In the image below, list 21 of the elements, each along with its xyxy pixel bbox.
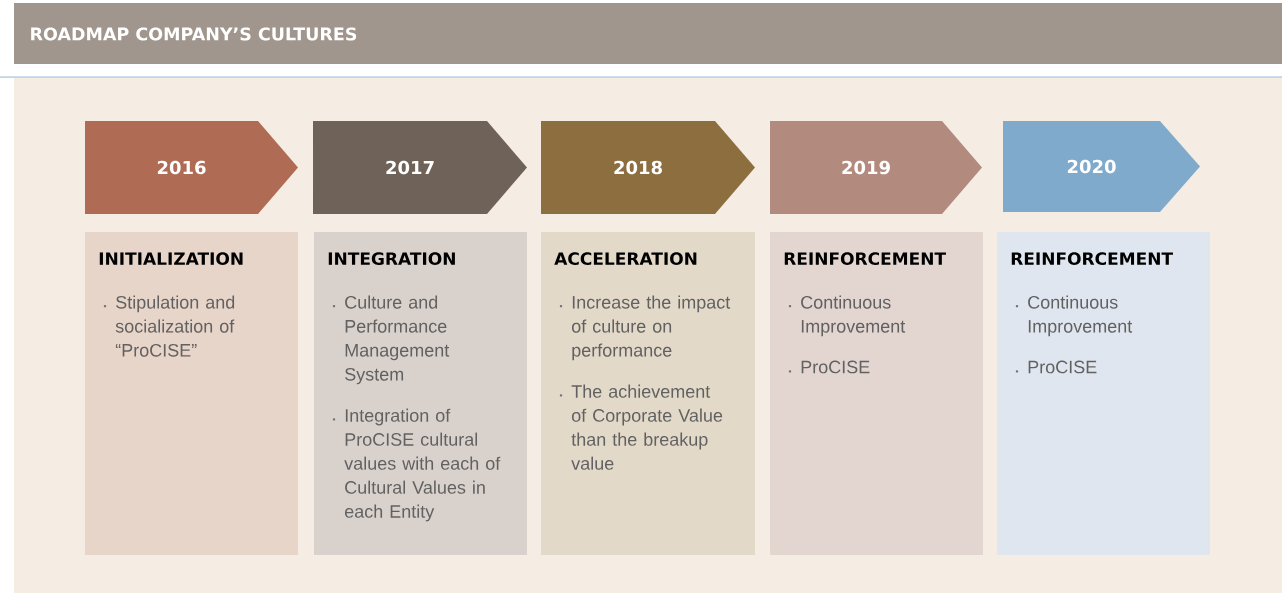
box-heading: ACCELERATION [554,252,697,266]
box-heading: INITIALIZATION [99,252,243,266]
bullet-item: Culture and Performance Management System [332,295,450,385]
title-band: ROADMAP COMPANY’S CULTURES [14,3,1282,64]
bullet-item: Increase the impact of culture on performance [559,295,731,361]
stage-card [85,232,298,555]
stage-card [770,232,983,555]
bullet-item: Continuous Improvement [1015,295,1133,337]
box-heading: REINFORCEMENT [1011,252,1173,266]
year-banner: 2020 [1003,121,1200,212]
box-heading: REINFORCEMENT [784,252,946,266]
stage-card [314,232,527,555]
stage-card [997,232,1210,555]
bullet-item: Integration of ProCISE cultural values with each of Cultural Values in each Entity [332,408,501,522]
bullet-item: ProCISE [1015,360,1097,374]
bullet-item: Continuous Improvement [788,295,906,337]
bullet-item: Stipulation and socialization of “ProCISE” [103,295,235,357]
bullet-item: ProCISE [788,360,870,374]
bullet-item: The achievement of Corporate Value than the breakup value [559,384,723,470]
stage-card [541,232,755,555]
box-heading: INTEGRATION [328,252,455,266]
